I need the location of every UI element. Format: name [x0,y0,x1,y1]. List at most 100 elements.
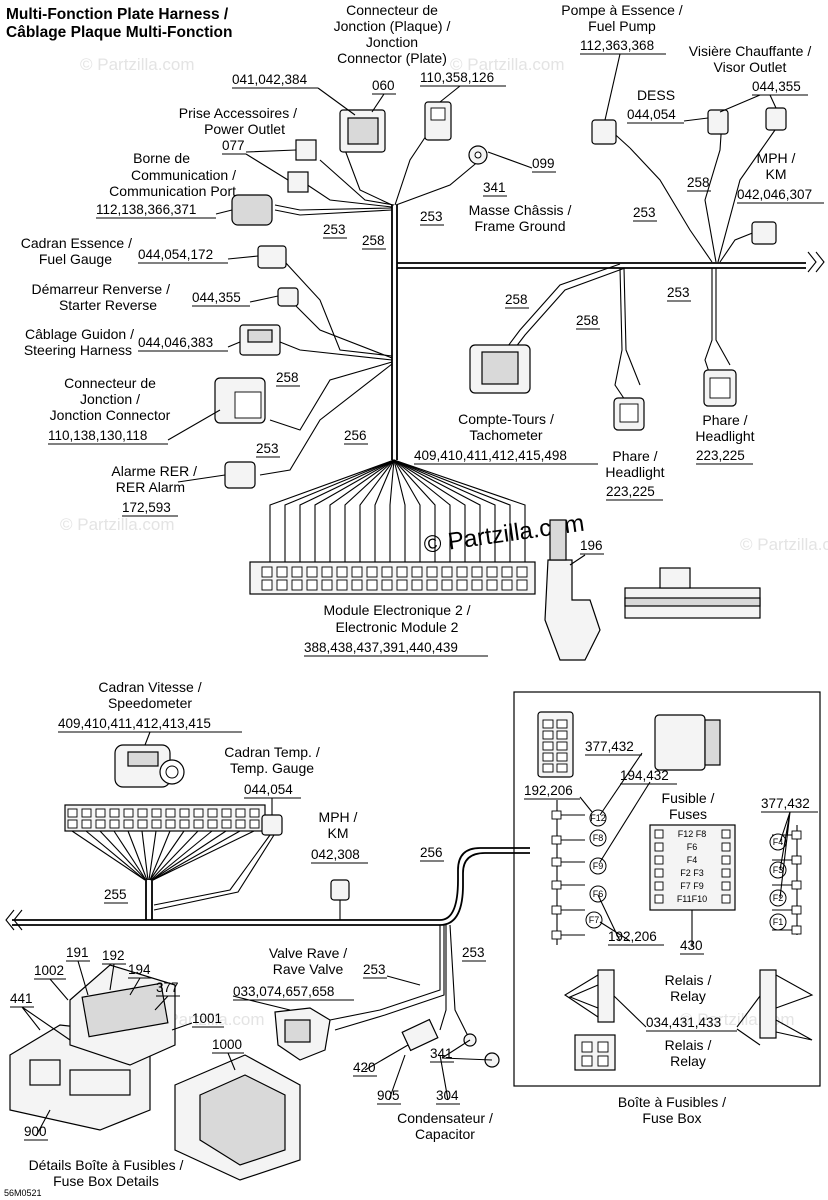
part-number: 377,432 [761,796,810,811]
top-leaders [167,53,777,566]
terminal-cell [276,566,288,578]
terminal-cell [95,808,106,818]
terminal-cell [336,579,348,591]
terminal-cell [516,579,528,591]
label-communication-3: Communication Port [109,183,236,199]
fuse-id-text: F2 [773,893,784,903]
terminal-cell [306,566,318,578]
speedometer-strip [64,804,266,832]
terminal-cell [516,566,528,578]
fuse-circle [769,889,787,907]
label-steering-2: Steering Harness [24,342,132,358]
label-dess: DESS [637,87,675,103]
terminal-cell [542,730,554,740]
part-number: 034,431,433 [646,1015,721,1030]
watermark: © Partzilla.com [450,55,565,74]
fuse-box-relay-block [654,714,706,771]
fuse-legend-text: F7 F9 [680,881,704,891]
label-relay-2: Relay [670,988,706,1004]
part-number: 112,138,366,371 [96,202,196,217]
fuse-slot [654,868,664,878]
label-mph-top-1: MPH / [757,150,796,166]
terminal-cell [501,579,513,591]
terminal-cell [396,579,408,591]
part-number: 044,054 [244,782,293,797]
fuse-slot [721,855,731,865]
speedometer [114,744,185,788]
label-relay-3: Relais / [665,1037,712,1053]
terminal-cell [291,579,303,591]
fuse-slot [721,829,731,839]
terminal-cell [123,808,134,818]
fuse-tap [551,905,562,915]
terminal-cell [123,819,134,829]
module-housing-top [659,567,691,589]
part-number: 1001 [192,1011,222,1026]
label-headlight-mid-1: Phare / [612,448,657,464]
part-number: 077 [222,138,245,153]
label-power-outlet-2: Power Outlet [204,121,285,137]
fuse-id-text: F6 [593,889,604,899]
communication-port [231,194,273,226]
label-rer-2: RER Alarm [116,479,185,495]
part-number: 900 [24,1124,47,1139]
module-housing [544,519,761,661]
part-number: 194,432 [620,768,669,783]
fuse-circle [769,913,787,931]
bottom-labels: Cadran Vitesse / Speedometer Cadran Temp… [4,679,726,1198]
label-capacitor-1: Condensateur / [397,1110,493,1126]
label-junction-2: Jonction / [80,391,140,407]
terminal-cell [456,579,468,591]
fuse-id-text: F8 [593,833,604,843]
part-number: 044,054 [627,107,676,122]
part-number: 253 [667,285,690,300]
bottom-harness [5,814,530,1041]
part-number: 409,410,411,412,413,415 [58,716,211,731]
fuse-id-text: F12 [590,813,606,823]
part-number: 253 [633,205,656,220]
part-number: 430 [680,938,703,953]
fuel-gauge-connector [257,245,287,269]
part-number: 253 [363,962,386,977]
terminal-cell [501,566,513,578]
label-temp-gauge-2: Temp. Gauge [230,760,314,776]
fuse-tap [551,857,562,867]
label-fuse-box-2: Fuse Box [642,1110,701,1126]
fuse-tap [791,880,802,890]
terminal-cell [249,819,260,829]
rer-alarm-connector [224,461,256,489]
terminal-cell [276,579,288,591]
terminal-cell [441,579,453,591]
terminal-cell [542,741,554,751]
label-junction-3: Jonction Connector [50,407,171,423]
label-junction-plate-3: Jonction [366,34,418,50]
label-fuses-1: Fusible / [662,790,715,806]
fuse-tap [551,810,562,820]
part-number: 060 [372,78,395,93]
terminal-cell [471,566,483,578]
part-number: 1002 [34,963,64,978]
part-number: 112,363,368 [580,38,654,53]
terminal-cell [81,808,92,818]
terminal-cell [95,819,106,829]
label-visor-1: Visière Chauffante / [689,43,812,59]
label-speedometer-2: Speedometer [108,695,192,711]
terminal-cell [411,579,423,591]
capacitor-body [401,1018,439,1052]
part-number: 172,593 [122,500,171,515]
terminal-cell [486,566,498,578]
terminal-cell [306,579,318,591]
terminal-cell [366,566,378,578]
terminal-cell [321,579,333,591]
label-visor-2: Visor Outlet [714,59,787,75]
part-number: 420 [353,1060,376,1075]
part-number: 255 [104,887,127,902]
fuse-circle [585,911,603,929]
bottom-part-numbers: 409,410,411,412,413,415 044,054 042,308 … [10,716,818,1141]
terminal-cell [456,566,468,578]
terminal-cell [556,719,568,729]
fuse-tap [791,855,802,865]
bottom-leaders [21,731,791,1137]
terminal-cell [207,808,218,818]
